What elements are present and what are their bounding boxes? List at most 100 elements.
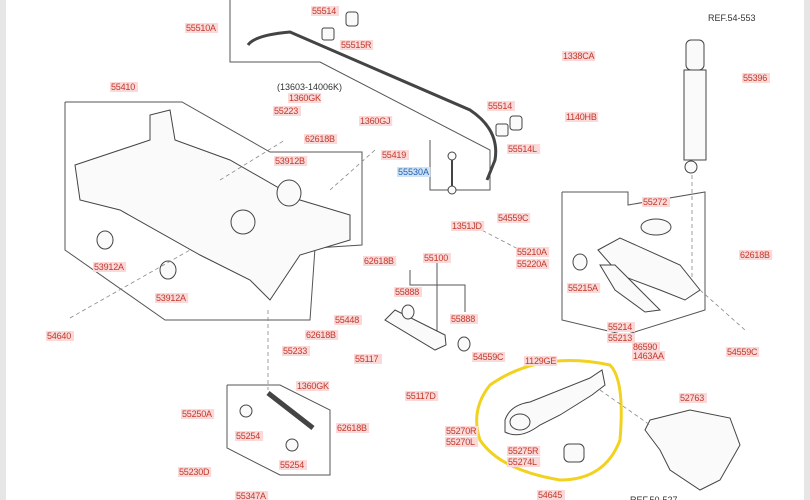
part-number-label[interactable]: 55213: [608, 333, 632, 343]
label-background: [381, 150, 409, 160]
knuckle-part: [644, 409, 741, 491]
part-number-label[interactable]: 54559C: [473, 352, 504, 362]
label-background: [235, 431, 263, 441]
part-number-label[interactable]: 53912B: [275, 156, 305, 166]
crossmember-part: [74, 109, 351, 301]
part-number-label[interactable]: 1360GK: [297, 381, 329, 391]
part-number-label[interactable]: 55223: [274, 106, 298, 116]
shock-top: [685, 39, 705, 71]
dash-line: [329, 149, 376, 191]
assist-arm-part: [384, 309, 447, 351]
label-background: [726, 347, 760, 357]
reference-label[interactable]: REF.54-553: [708, 13, 756, 23]
part-number-label[interactable]: 55254: [280, 460, 304, 470]
bracket-part: [509, 115, 523, 131]
part-number-label[interactable]: 52763: [680, 393, 704, 403]
part-number-label[interactable]: 55515R: [341, 40, 372, 50]
part-number-label[interactable]: 55514: [488, 101, 512, 111]
part-number-label[interactable]: 55250A: [182, 409, 212, 419]
label-background: [450, 314, 478, 324]
crossmember-hole: [230, 209, 256, 235]
part-number-label[interactable]: 55514L: [508, 144, 537, 154]
bushing-55215a: [572, 253, 588, 271]
bushing-55275r: [563, 443, 585, 463]
label-background: [340, 40, 374, 50]
label-background: [565, 112, 599, 122]
part-number-label[interactable]: 55215A: [568, 283, 598, 293]
label-background: [235, 491, 269, 500]
upper-arm-part: [266, 391, 315, 430]
part-number-label[interactable]: 54645: [538, 490, 562, 500]
label-background: [279, 460, 307, 470]
part-number-label[interactable]: 54559C: [498, 213, 529, 223]
label-background: [336, 423, 370, 433]
bushing-55254: [285, 438, 299, 452]
part-number-label[interactable]: 55230D: [179, 467, 210, 477]
part-number-label[interactable]: 86590: [633, 342, 657, 352]
part-number-label[interactable]: 55410: [111, 82, 135, 92]
part-number-label[interactable]: 55117D: [406, 391, 437, 401]
part-number-label[interactable]: 55210A: [517, 247, 547, 257]
reference-label[interactable]: REF.50-527: [630, 495, 678, 500]
part-number-label[interactable]: 1140HB: [566, 112, 597, 122]
part-number-label[interactable]: 55347A: [236, 491, 266, 500]
dash-line: [599, 389, 651, 426]
part-number-label[interactable]: 55233: [283, 346, 307, 356]
part-number-label[interactable]: 53912A: [156, 293, 186, 303]
part-number-label[interactable]: 55214: [608, 322, 632, 332]
part-number-label[interactable]: 54559C: [727, 347, 758, 357]
part-number-label[interactable]: 1463AA: [633, 351, 664, 361]
part-number-label[interactable]: 55275R: [508, 446, 539, 456]
part-number-label[interactable]: 55510A: [186, 23, 216, 33]
lower-arm-group-box: [561, 191, 706, 336]
part-number-label[interactable]: 1351JD: [452, 221, 483, 231]
part-number-label[interactable]: 1360GJ: [360, 116, 391, 126]
label-background: [445, 426, 479, 436]
part-number-label[interactable]: 55272: [643, 197, 667, 207]
label-background: [497, 213, 531, 223]
part-number-label[interactable]: 55514: [312, 6, 336, 16]
label-background: [632, 351, 666, 361]
part-number-label[interactable]: 55220A: [517, 259, 547, 269]
part-number-label[interactable]: 55270R: [446, 426, 477, 436]
part-number-label[interactable]: 55448: [335, 315, 359, 325]
label-background: [405, 391, 439, 401]
bushing-55254: [239, 404, 253, 418]
reference-label[interactable]: (13603-14006K): [277, 82, 342, 92]
label-background: [181, 409, 215, 419]
part-number-label[interactable]: 55270L: [446, 437, 475, 447]
part-number-label[interactable]: 62618B: [740, 250, 770, 260]
label-background: [282, 346, 310, 356]
label-background: [311, 6, 339, 16]
part-number-label[interactable]: 55100: [424, 253, 448, 263]
part-number-label[interactable]: 62618B: [364, 256, 394, 266]
part-number-label[interactable]: 62618B: [305, 134, 335, 144]
bushing-part: [495, 123, 509, 137]
left-edge: [0, 0, 6, 500]
label-background: [507, 457, 541, 467]
label-background: [397, 167, 431, 177]
label-background: [472, 352, 506, 362]
part-number-label[interactable]: 55419: [382, 150, 406, 160]
label-background: [273, 106, 301, 116]
part-number-label[interactable]: 1360GK: [289, 93, 321, 103]
label-background: [607, 333, 635, 343]
part-number-label[interactable]: 1129GE: [525, 356, 557, 366]
part-number-label[interactable]: 55530A: [398, 167, 429, 177]
part-number-label[interactable]: 53912A: [94, 262, 124, 272]
part-number-label[interactable]: 55117: [355, 354, 379, 364]
dash-line: [69, 249, 191, 319]
upper-arm-group-box: [226, 384, 331, 476]
part-number-label[interactable]: 55888: [451, 314, 475, 324]
label-background: [487, 101, 515, 111]
part-number-label[interactable]: 55888: [395, 287, 419, 297]
part-number-label[interactable]: 55274L: [508, 457, 537, 467]
part-number-label[interactable]: 1338CA: [563, 51, 595, 61]
part-number-label[interactable]: 55254: [236, 431, 260, 441]
part-number-label[interactable]: 62618B: [337, 423, 367, 433]
label-background: [359, 116, 393, 126]
part-number-label[interactable]: 55396: [743, 73, 767, 83]
part-number-label[interactable]: 54640: [47, 331, 71, 341]
part-number-label[interactable]: 62618B: [306, 330, 336, 340]
